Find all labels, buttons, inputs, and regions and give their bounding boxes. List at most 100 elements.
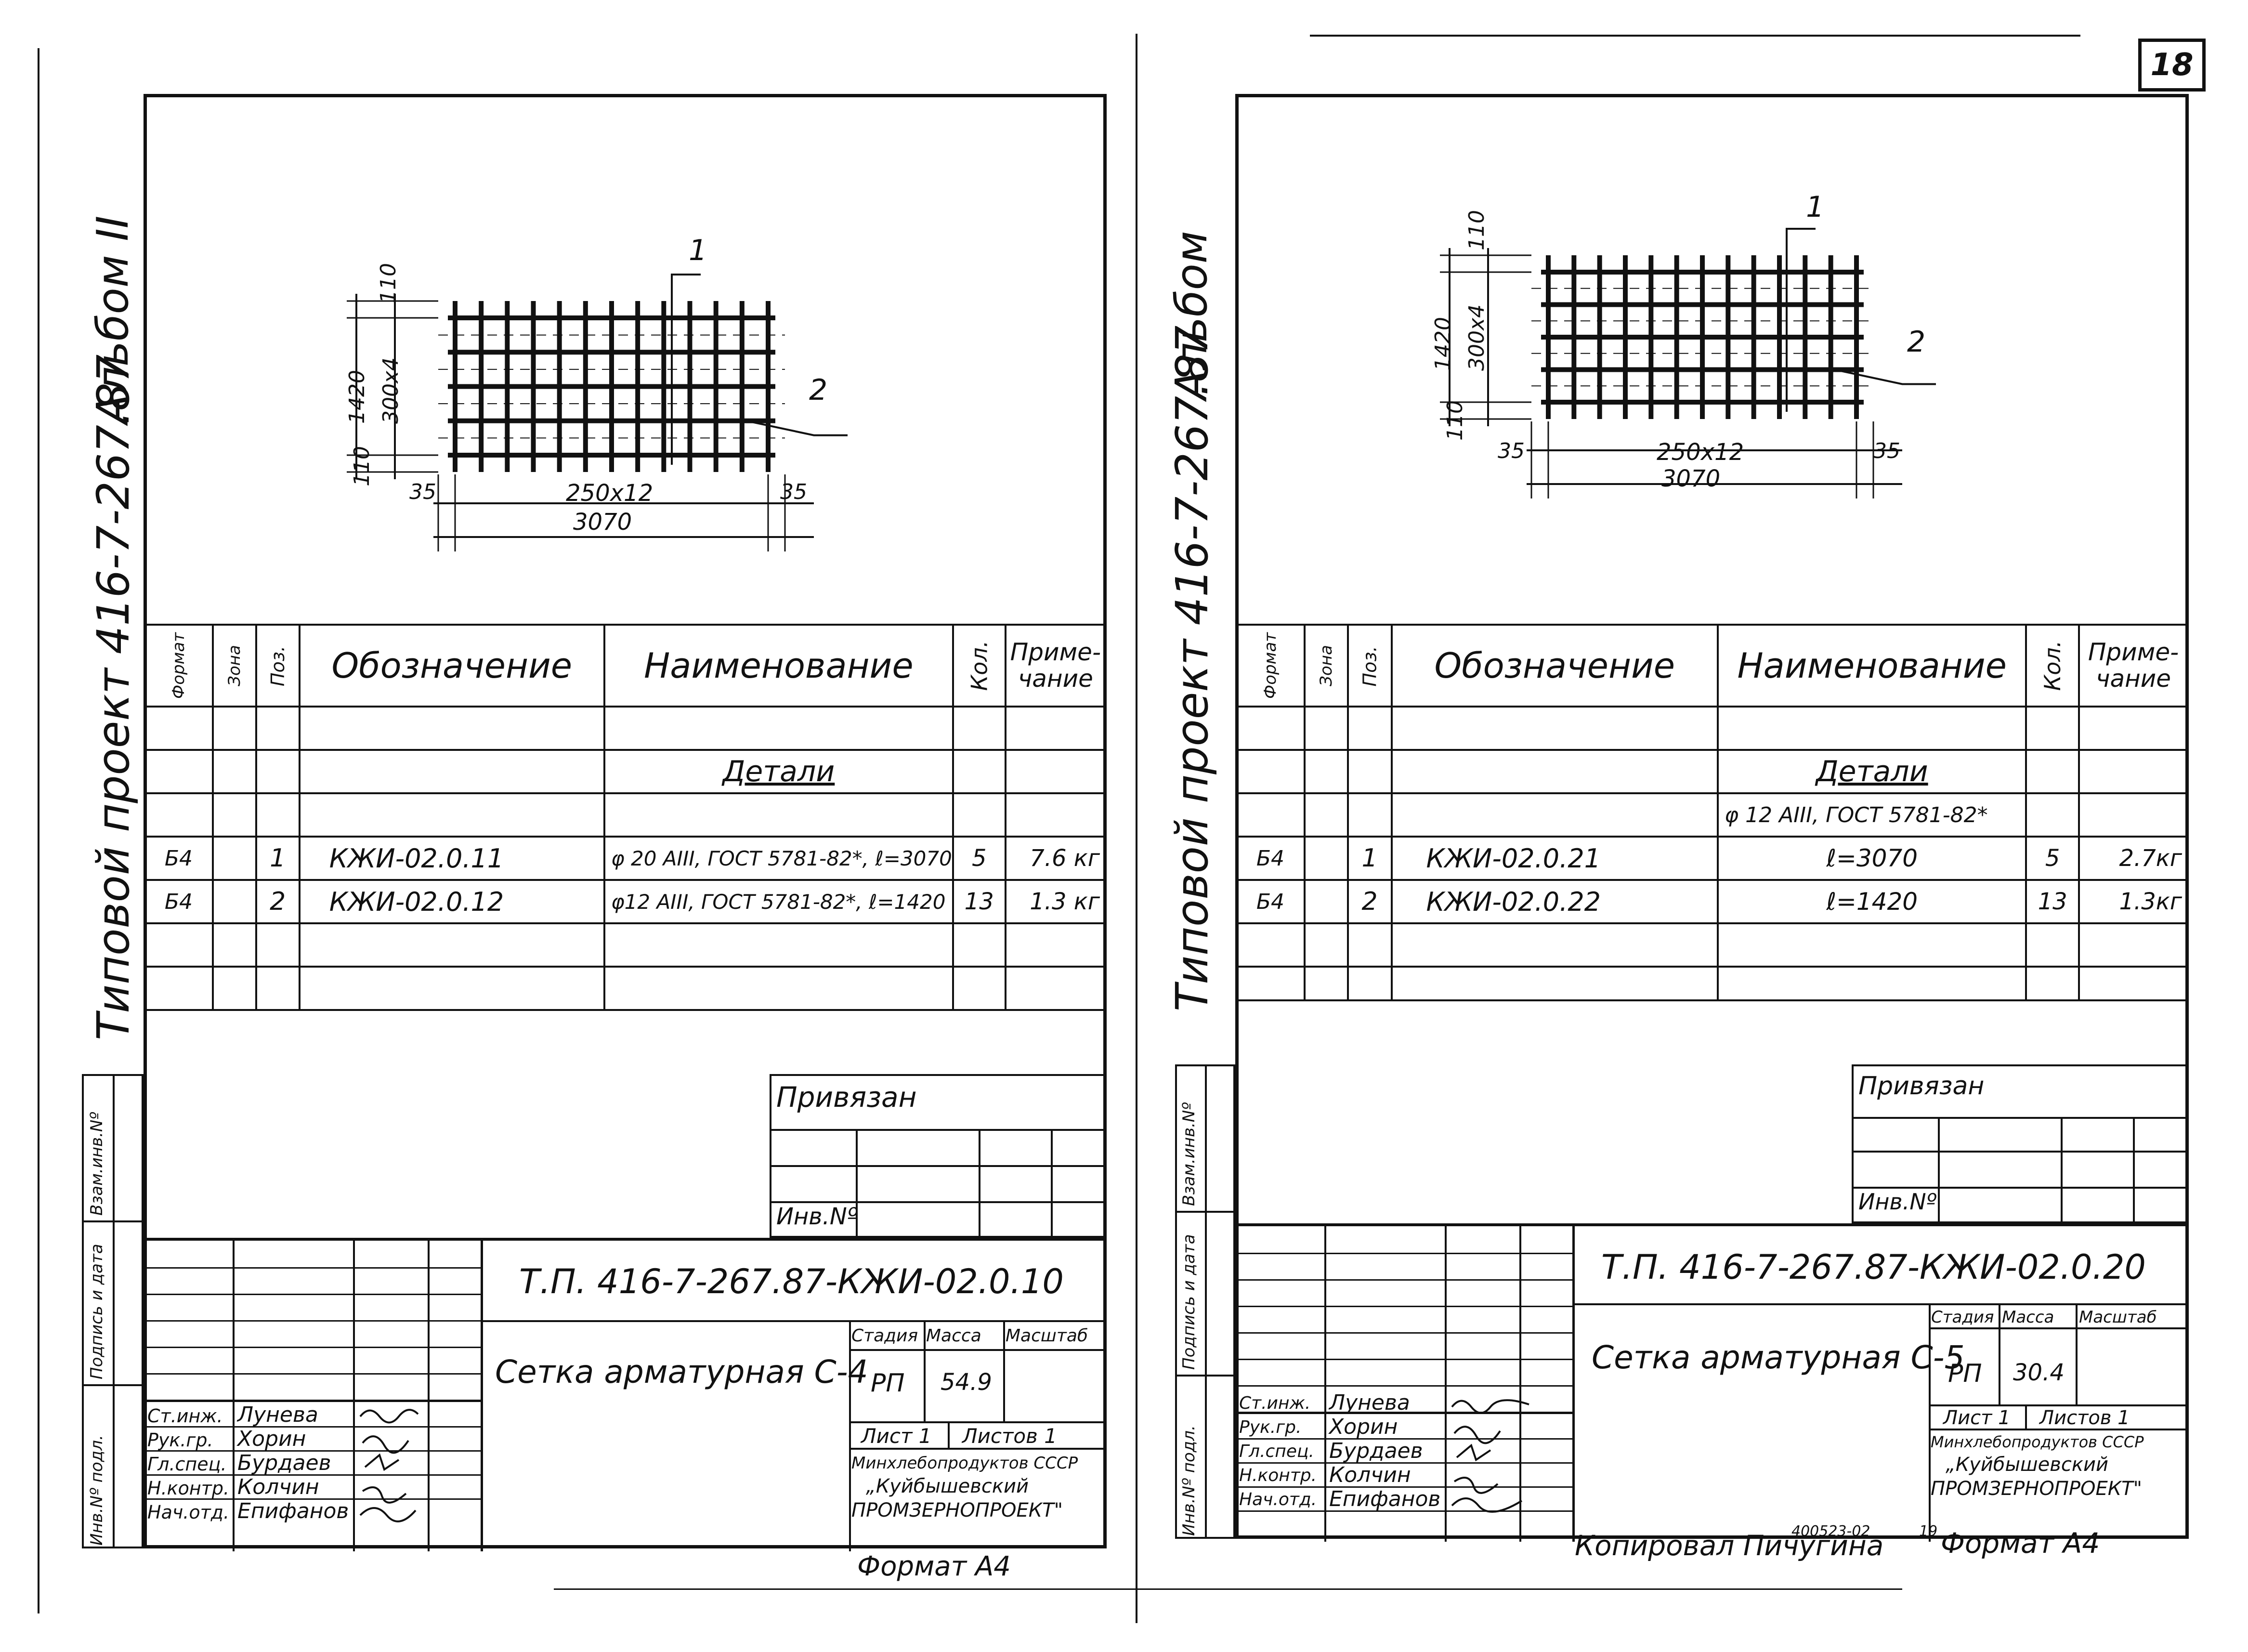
org-line-2: „Куйбышевский xyxy=(866,1475,1029,1497)
dim-300x4: 300х4 xyxy=(1464,304,1489,371)
sheet-number: Лист 1 xyxy=(861,1424,932,1448)
row-qty: 5 xyxy=(2025,836,2080,881)
dim-110-top: 110 xyxy=(1464,210,1489,250)
header-qty: Кол. xyxy=(952,624,1006,708)
bottom-edge-line xyxy=(554,1588,1902,1590)
staff-name: Хорин xyxy=(237,1427,306,1451)
signatures xyxy=(359,1409,419,1522)
row-designation: КЖИ-02.0.22 xyxy=(1390,879,1719,924)
dim-1420: 1420 xyxy=(345,370,369,424)
header-format: Формат xyxy=(1235,624,1306,708)
dim-1420: 1420 xyxy=(1431,317,1455,371)
row-designation: КЖИ-02.0.12 xyxy=(298,879,605,924)
staff-name: Хорин xyxy=(1329,1415,1398,1439)
dim-35-left: 35 xyxy=(409,480,436,504)
row-name: ℓ=3070 xyxy=(1717,836,2027,881)
document-code: Т.П. 416-7-267.87-КЖИ-02.0.10 xyxy=(519,1262,1064,1301)
leader-1 xyxy=(671,274,701,465)
page-number-box: 18 xyxy=(2138,39,2206,92)
staff-role: Рук.гр. xyxy=(1239,1417,1302,1437)
row-name: φ 20 АIII, ГОСТ 5781-82*, ℓ=3070 xyxy=(603,836,954,881)
org-line-3: ПРОМЗЕРНОПРОЕКТ" xyxy=(851,1499,1063,1521)
dim-35-right: 35 xyxy=(1873,439,1900,463)
row-pos: 1 xyxy=(1346,836,1393,881)
dim-110-top: 110 xyxy=(376,263,401,303)
row-qty: 13 xyxy=(2025,879,2080,924)
left-edge-line xyxy=(38,48,39,1613)
staff-name: Колчин xyxy=(1329,1463,1411,1487)
row-pos: 2 xyxy=(1346,879,1393,924)
header-zone: Зона xyxy=(211,624,257,708)
header-note: Приме-чание xyxy=(2078,624,2189,708)
mass-label: Масса xyxy=(2002,1308,2054,1327)
title-block: Ст.инж. Лунева Рук.гр. Хорин Гл.спец. Бу… xyxy=(1235,1223,2189,1542)
row-format: Б4 xyxy=(1235,879,1306,924)
dim-110-bottom: 110 xyxy=(350,446,374,486)
stamp-sign: Подпись и дата xyxy=(87,1244,106,1379)
row-pos: 2 xyxy=(255,879,301,924)
row-note: 2.7кг xyxy=(2078,836,2189,881)
row-note: 1.3 кг xyxy=(1004,879,1107,924)
archive-number: 400523-02 xyxy=(1791,1523,1870,1540)
stage-label: Стадия xyxy=(1931,1308,1994,1327)
scale-label: Масштаб xyxy=(2079,1308,2157,1327)
row-qty: 13 xyxy=(952,879,1006,924)
stage-value: РП xyxy=(871,1369,905,1398)
stamp-inv: Инв.Nº подл. xyxy=(87,1435,106,1546)
dim-110-bottom: 110 xyxy=(1443,400,1467,441)
row-name: ℓ=1420 xyxy=(1717,879,2027,924)
staff-role: Нач.отд. xyxy=(1239,1490,1317,1509)
header-qty: Кол. xyxy=(2025,624,2080,708)
staff-name: Епифанов xyxy=(237,1499,349,1523)
format-label: Формат А4 xyxy=(857,1551,1011,1582)
staff-role: Рук.гр. xyxy=(147,1429,213,1451)
row-pos: 1 xyxy=(255,836,301,881)
org-line-3: ПРОМЗЕРНОПРОЕКТ" xyxy=(1931,1478,2142,1500)
staff-name: Епифанов xyxy=(1329,1487,1441,1511)
tied-label: Привязан xyxy=(1858,1072,1985,1101)
stamp-replace: Взам.инв.Nº xyxy=(1179,1102,1199,1206)
dim-300x4: 300х4 xyxy=(379,357,403,424)
mesh-drawing xyxy=(1440,228,1936,498)
staff-name: Лунева xyxy=(237,1403,318,1427)
org-line-1: Минхлебопродуктов СССР xyxy=(851,1454,1078,1473)
row-format: Б4 xyxy=(1235,836,1306,881)
row-format: Б4 xyxy=(144,836,214,881)
header-note: Приме-чание xyxy=(1004,624,1107,708)
mass-label: Масса xyxy=(926,1326,981,1346)
mesh-drawing xyxy=(347,274,848,551)
dim-3070: 3070 xyxy=(573,509,632,536)
header-format: Формат xyxy=(144,624,214,708)
dim-250x12: 250х12 xyxy=(1657,439,1744,466)
staff-role: Ст.инж. xyxy=(147,1405,223,1427)
format-label: Формат А4 xyxy=(1941,1527,2100,1560)
staff-role: Ст.инж. xyxy=(1239,1393,1311,1413)
document-code: Т.П. 416-7-267.87-КЖИ-02.0.20 xyxy=(1601,1247,2146,1287)
staff-name: Лунева xyxy=(1329,1390,1410,1415)
document-title: Сетка арматурная С-4 xyxy=(495,1353,868,1390)
stamp-replace: Взам.инв.Nº xyxy=(87,1112,106,1216)
staff-role: Гл.спец. xyxy=(147,1454,227,1475)
mass-value: 30.4 xyxy=(2013,1359,2065,1386)
top-edge-line xyxy=(1310,35,2080,37)
material-line: φ 12 АIII, ГОСТ 5781-82* xyxy=(1717,792,2027,838)
org-line-1: Минхлебопродуктов СССР xyxy=(1931,1433,2144,1451)
dim-35-right: 35 xyxy=(780,480,807,504)
header-designation: Обозначение xyxy=(298,624,605,708)
scale-label: Масштаб xyxy=(1006,1326,1088,1346)
staff-role: Нач.отд. xyxy=(147,1502,230,1523)
row-designation: КЖИ-02.0.21 xyxy=(1390,836,1719,881)
position-1-label: 1 xyxy=(689,234,707,267)
row-qty: 5 xyxy=(952,836,1006,881)
header-pos: Поз. xyxy=(255,624,301,708)
staff-name: Колчин xyxy=(237,1475,319,1499)
stamp-sign: Подпись и дата xyxy=(1179,1234,1199,1370)
dim-250x12: 250х12 xyxy=(566,480,653,507)
header-name: Наименование xyxy=(1717,624,2027,708)
row-name: φ12 АIII, ГОСТ 5781-82*, ℓ=1420 xyxy=(603,879,954,924)
leader-2 xyxy=(746,420,848,436)
table-row: Б4 2 КЖИ-02.0.12 φ12 АIII, ГОСТ 5781-82*… xyxy=(144,879,1107,924)
spec-table: Формат Зона Поз. Обозначение Наименовани… xyxy=(144,624,1107,1011)
sheet-count: Листов 1 xyxy=(2039,1407,2130,1429)
table-row: Б4 1 КЖИ-02.0.11 φ 20 АIII, ГОСТ 5781-82… xyxy=(144,836,1107,881)
